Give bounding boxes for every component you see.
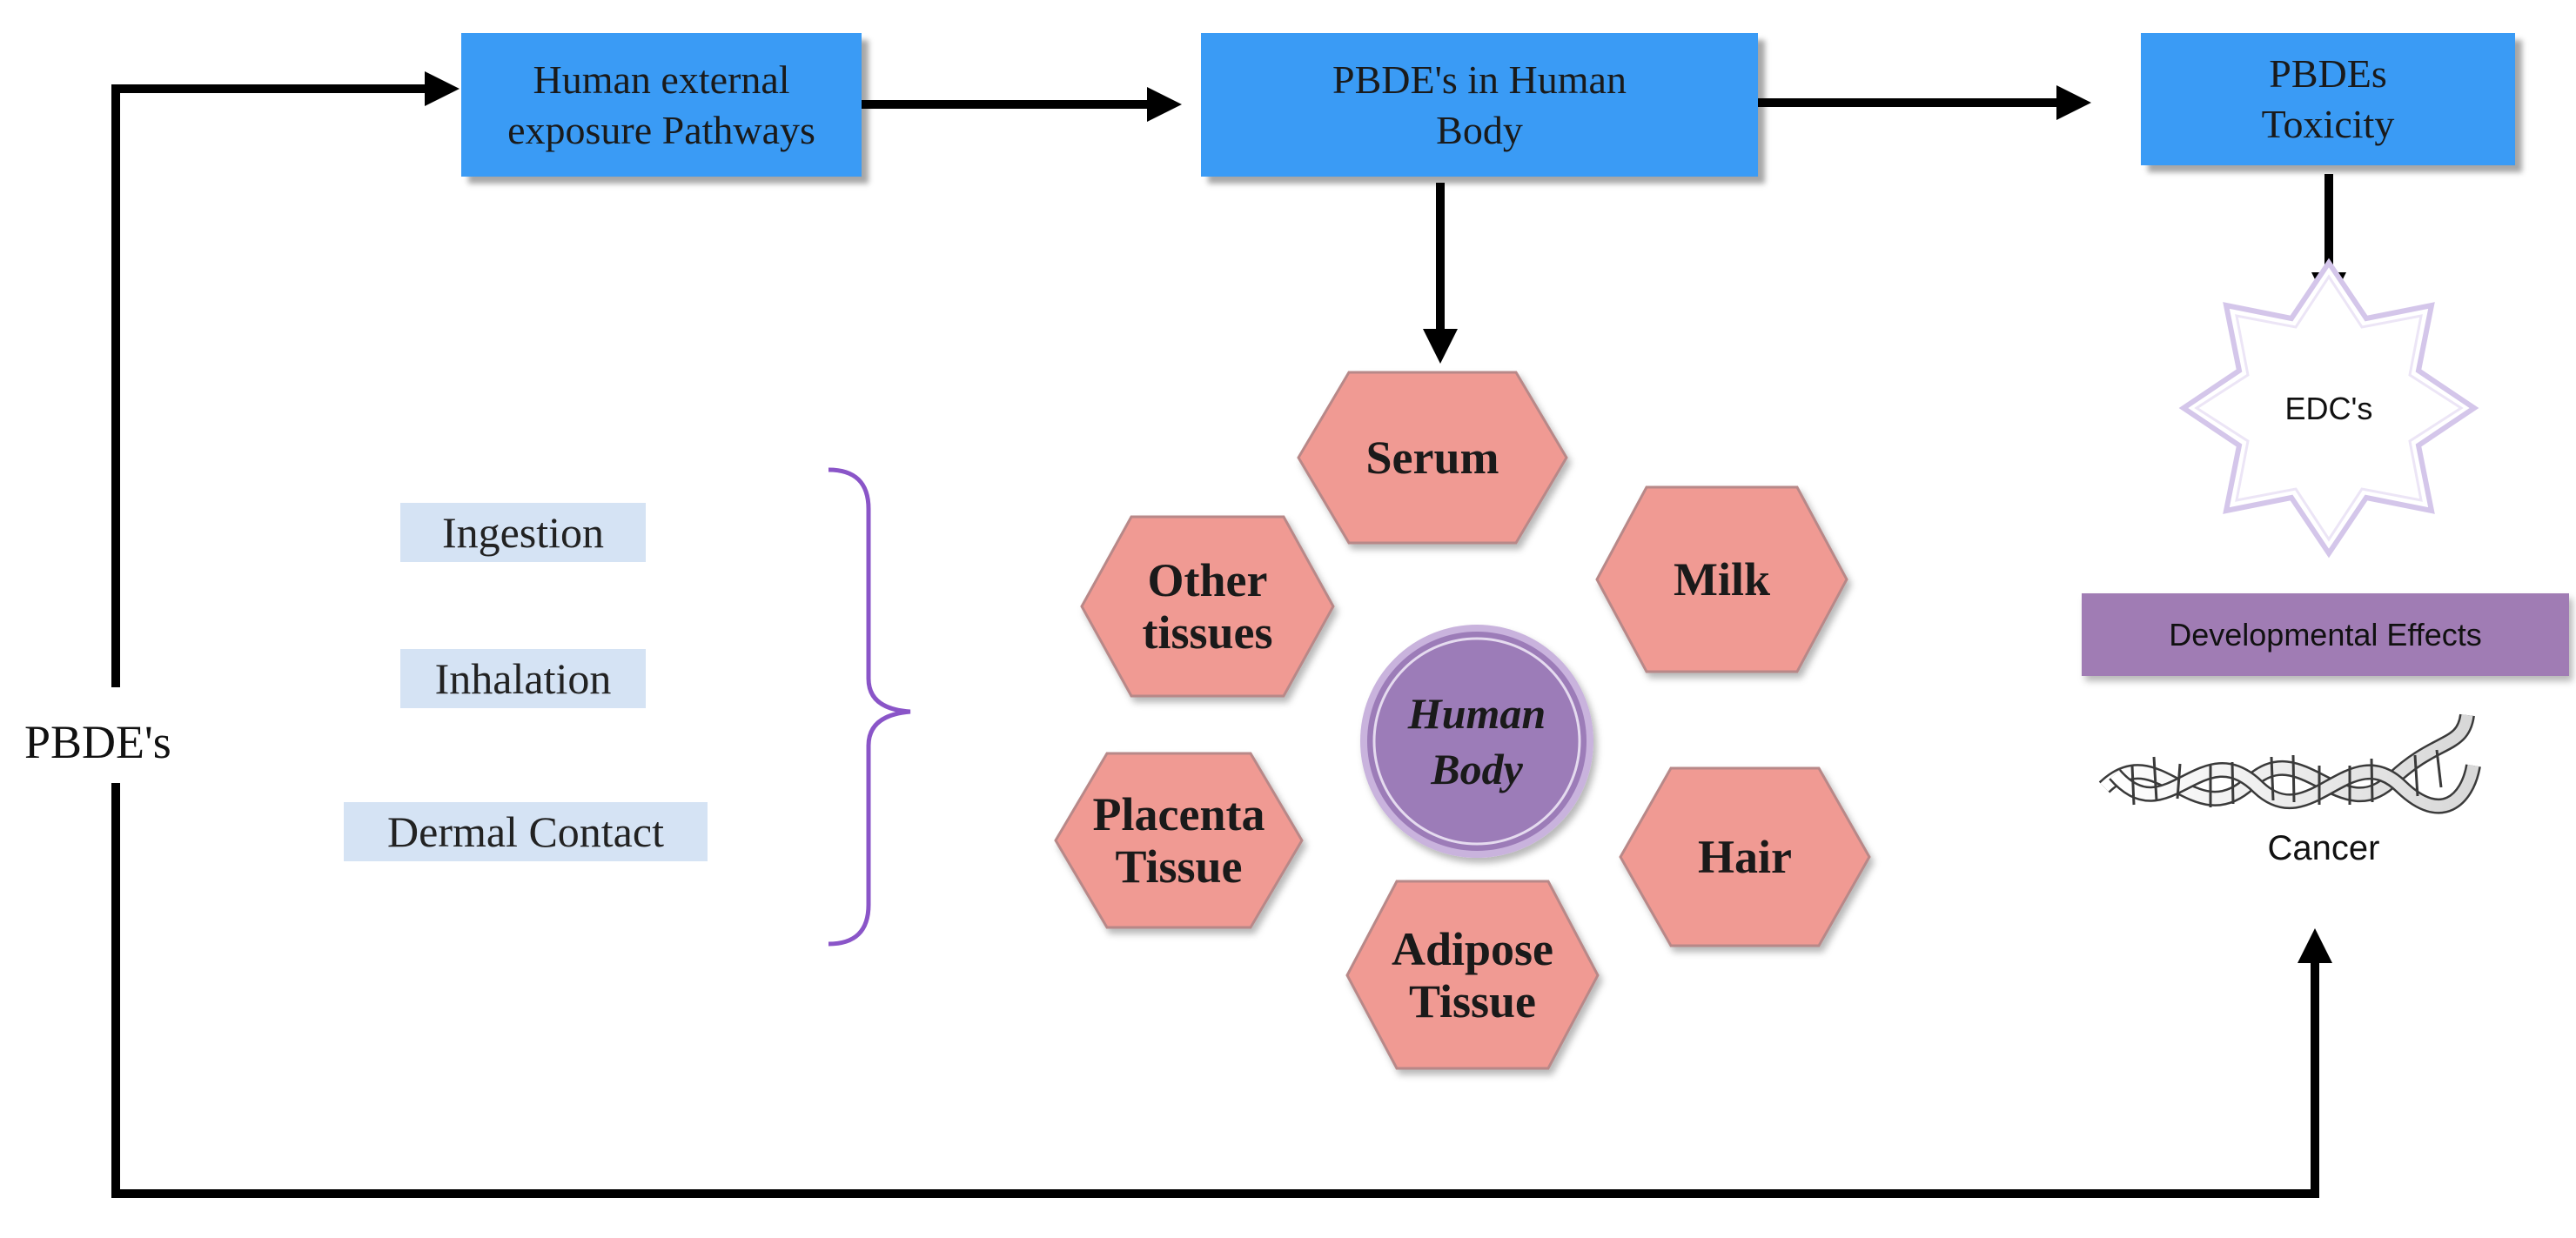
center-circle	[1360, 625, 1593, 858]
exposure-box-line-2: exposure Pathways	[507, 107, 815, 152]
arrow-pbde-to-exposure	[111, 71, 460, 687]
hex-placenta-tissue	[1054, 752, 1304, 929]
arrow-pbde-to-cancer	[111, 783, 2332, 1198]
exposure-pathways-box: Human external exposure Pathways	[461, 33, 862, 177]
body-box-line-1: PBDE's in Human	[1332, 57, 1627, 102]
hex-hair	[1619, 766, 1871, 947]
label-cancer: Cancer	[2267, 828, 2380, 867]
toxicity-box-line-2: Toxicity	[2261, 102, 2395, 146]
hex-other-tissues	[1080, 515, 1335, 698]
pathway-inhalation: Inhalation	[400, 649, 646, 708]
label-milk: Milk	[1673, 553, 1770, 606]
pathways-brace	[828, 467, 911, 947]
hex-serum	[1297, 371, 1568, 545]
pathway-ingestion: Ingestion	[400, 503, 646, 562]
label-hair: Hair	[1698, 831, 1792, 883]
hex-adipose-tissue	[1345, 880, 1600, 1070]
toxicity-box-line-1: PBDEs	[2269, 51, 2387, 96]
body-box-line-2: Body	[1436, 107, 1523, 152]
edc-star	[2178, 258, 2479, 559]
exposure-box-line-1: Human external	[533, 57, 790, 102]
pbde-side-label: PBDE's	[24, 712, 171, 773]
developmental-box	[2082, 593, 2569, 676]
label-serum: Serum	[1365, 432, 1499, 484]
label-developmental-effects: Developmental Effects	[2169, 616, 2482, 652]
pathway-dermal-contact: Dermal Contact	[344, 802, 708, 861]
hex-milk	[1595, 485, 1848, 673]
label-edc: EDC's	[2284, 391, 2373, 426]
dna-icon	[2098, 713, 2481, 814]
